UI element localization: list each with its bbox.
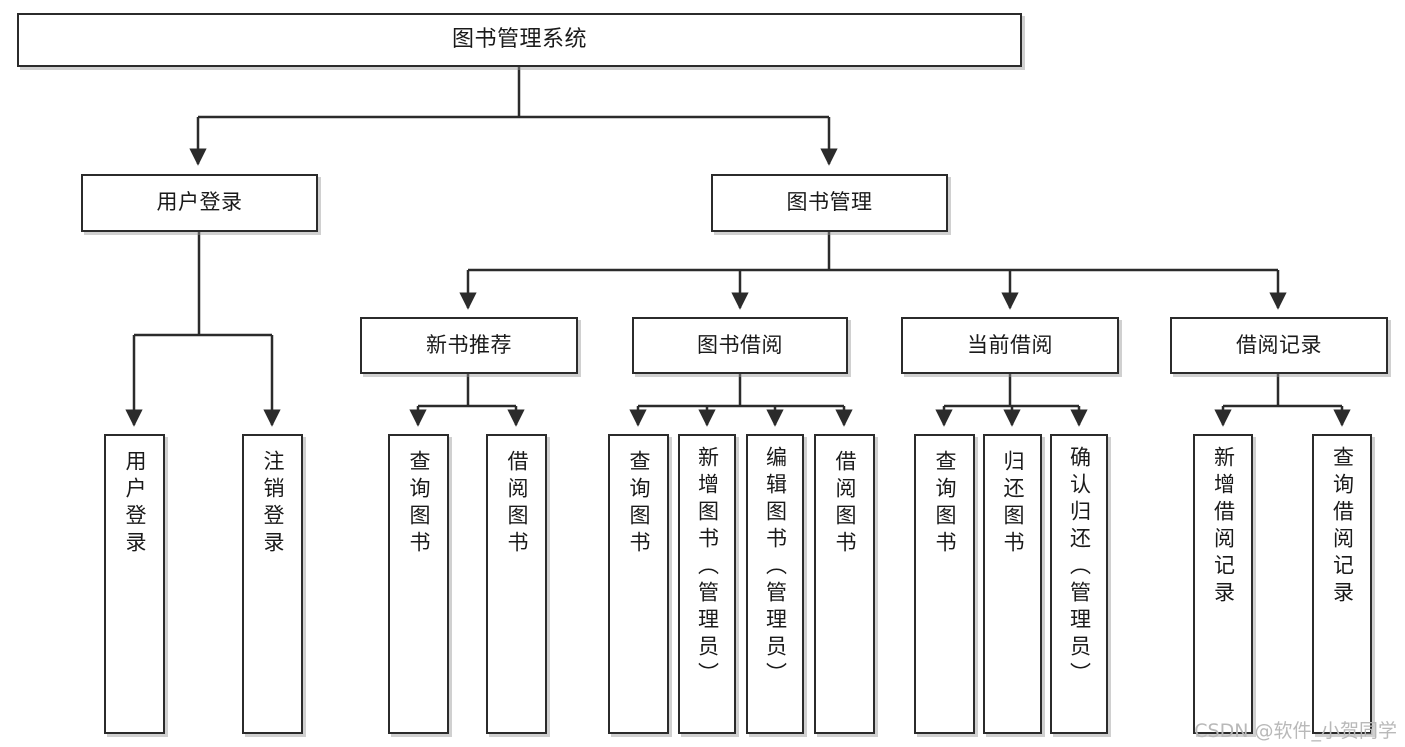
- node-book-borrow-label: 图书借阅: [697, 332, 783, 357]
- leaf-records-add-record[interactable]: 新增借阅记录: [1193, 434, 1253, 734]
- leaf-records-add-record-label: 新增借阅记录: [1211, 446, 1236, 608]
- leaf-borrow-add-book-label: 新增图书（管理员）: [695, 446, 720, 689]
- watermark-text: CSDN @软件_小贺同学: [1194, 720, 1397, 742]
- leaf-borrow-edit-book[interactable]: 编辑图书（管理员）: [746, 434, 804, 734]
- node-root-label: 图书管理系统: [451, 26, 587, 52]
- leaf-newbook-borrow-book[interactable]: 借阅图书: [486, 434, 547, 734]
- node-root[interactable]: 图书管理系统: [17, 13, 1022, 67]
- leaf-newbook-query-book-label: 查询图书: [407, 450, 431, 558]
- node-current-borrow-label: 当前借阅: [967, 332, 1053, 357]
- leaf-current-return-book[interactable]: 归还图书: [983, 434, 1042, 734]
- node-new-book-recommend-label: 新书推荐: [426, 332, 512, 357]
- node-user-login-label: 用户登录: [156, 190, 243, 215]
- leaf-current-confirm-return-label: 确认归还（管理员）: [1067, 446, 1092, 689]
- leaf-newbook-query-book[interactable]: 查询图书: [388, 434, 449, 734]
- leaf-records-query-record[interactable]: 查询借阅记录: [1312, 434, 1372, 734]
- leaf-current-query-book[interactable]: 查询图书: [914, 434, 975, 734]
- node-new-book-recommend[interactable]: 新书推荐: [360, 317, 578, 374]
- leaf-current-return-book-label: 归还图书: [1001, 450, 1025, 558]
- node-book-management[interactable]: 图书管理: [711, 174, 948, 232]
- leaf-borrow-edit-book-label: 编辑图书（管理员）: [763, 446, 788, 689]
- leaf-user-logout-label: 注销登录: [261, 450, 285, 558]
- leaf-borrow-borrow-book-label: 借阅图书: [833, 450, 857, 558]
- leaf-newbook-borrow-book-label: 借阅图书: [505, 450, 529, 558]
- leaf-borrow-query-book-label: 查询图书: [627, 450, 651, 558]
- leaf-user-login-label: 用户登录: [123, 450, 147, 558]
- leaf-borrow-query-book[interactable]: 查询图书: [608, 434, 669, 734]
- node-borrow-records-label: 借阅记录: [1236, 332, 1322, 357]
- leaf-user-logout[interactable]: 注销登录: [242, 434, 303, 734]
- leaf-current-query-book-label: 查询图书: [933, 450, 957, 558]
- leaf-borrow-add-book[interactable]: 新增图书（管理员）: [678, 434, 736, 734]
- leaf-user-login[interactable]: 用户登录: [104, 434, 165, 734]
- node-user-login[interactable]: 用户登录: [81, 174, 318, 232]
- node-book-management-label: 图书管理: [786, 190, 873, 215]
- leaf-records-query-record-label: 查询借阅记录: [1330, 446, 1355, 608]
- node-current-borrow[interactable]: 当前借阅: [901, 317, 1119, 374]
- leaf-current-confirm-return[interactable]: 确认归还（管理员）: [1050, 434, 1108, 734]
- leaf-borrow-borrow-book[interactable]: 借阅图书: [814, 434, 875, 734]
- node-borrow-records[interactable]: 借阅记录: [1170, 317, 1388, 374]
- node-book-borrow[interactable]: 图书借阅: [632, 317, 848, 374]
